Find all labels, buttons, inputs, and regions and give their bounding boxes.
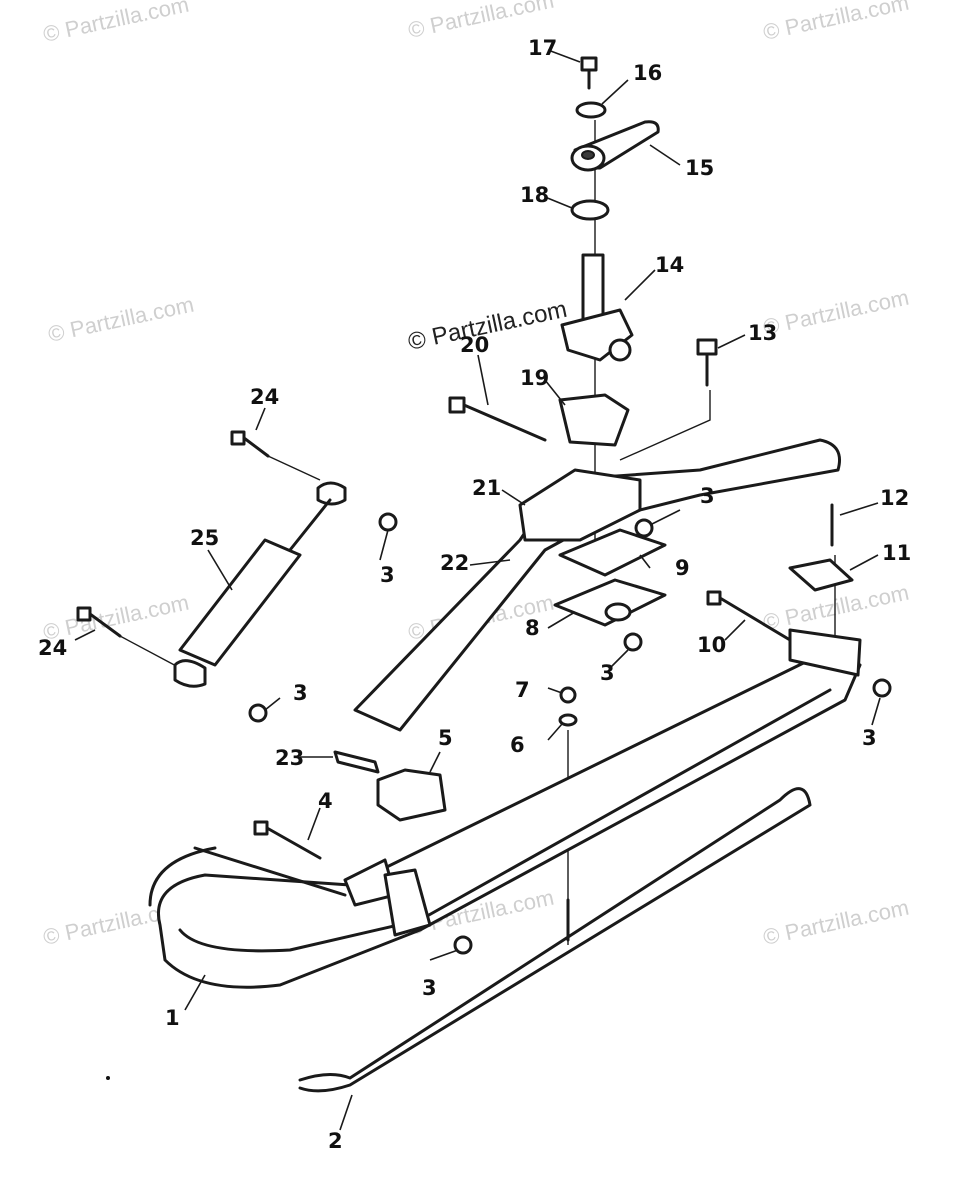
callout-22: 22 [440, 551, 469, 575]
leader-lines [74, 49, 881, 1131]
steering-arm-15-icon [570, 120, 660, 172]
callout-17: 17 [528, 36, 557, 60]
callout-3-bracket: 3 [700, 484, 715, 508]
plate-11-icon [788, 558, 854, 592]
callout-11: 11 [882, 541, 911, 565]
pin-23-icon [333, 750, 380, 774]
callout-14: 14 [655, 253, 684, 277]
watermark-bottom-right: © Partzilla.com [761, 895, 911, 950]
watermark-top-left: © Partzilla.com [41, 0, 191, 47]
callout-12: 12 [880, 486, 909, 510]
watermark-right-2: © Partzilla.com [761, 580, 911, 635]
bolt-24-top-icon [230, 430, 321, 481]
callout-1: 1 [165, 1006, 180, 1030]
plate-9-icon [558, 528, 667, 577]
callout-21: 21 [472, 476, 501, 500]
runner-2-icon [298, 787, 812, 1093]
callout-25: 25 [190, 526, 219, 550]
watermark-top-right: © Partzilla.com [761, 0, 911, 45]
callout-23: 23 [275, 746, 304, 770]
bolt-13-axis [619, 390, 711, 461]
callout-15: 15 [685, 156, 714, 180]
callout-18: 18 [520, 183, 549, 207]
bolt-20-icon [448, 396, 547, 442]
saddle-5-icon [376, 768, 447, 822]
plate-8-icon [553, 578, 667, 627]
washer-6-icon [558, 713, 578, 727]
callout-4: 4 [318, 789, 333, 813]
callout-7: 7 [515, 678, 530, 702]
bolt-17-icon [580, 56, 598, 90]
callout-3-plate: 3 [600, 661, 615, 685]
watermark-mid-right: © Partzilla.com [761, 285, 911, 340]
bolt-4-icon [253, 820, 322, 860]
callout-24-bottom: 24 [38, 636, 67, 660]
bracket-21-icon [518, 468, 642, 542]
bolt-24-bottom-icon [76, 606, 181, 669]
callout-3-ski-front: 3 [422, 976, 437, 1000]
callout-3-shock-top: 3 [380, 563, 395, 587]
bushing-19-icon [558, 393, 630, 447]
nut-7-icon [559, 686, 577, 704]
washer-16-icon [575, 101, 607, 119]
washer-18-icon [570, 199, 610, 221]
callout-16: 16 [633, 61, 662, 85]
stray-dot [106, 1076, 110, 1080]
spindle-14-icon [560, 253, 634, 362]
shock-absorber-25-icon [173, 481, 347, 688]
callout-3-shock-bottom: 3 [293, 681, 308, 705]
grommet-icon [604, 602, 632, 622]
callout-20: 20 [460, 333, 489, 357]
callout-24-top: 24 [250, 385, 279, 409]
callout-10: 10 [697, 633, 726, 657]
ski-1-icon [148, 628, 862, 989]
callout-9: 9 [675, 556, 690, 580]
callout-8: 8 [525, 616, 540, 640]
watermark-mid-left: © Partzilla.com [46, 292, 196, 347]
callout-5: 5 [438, 726, 453, 750]
callout-3-ski-rear: 3 [862, 726, 877, 750]
callout-19: 19 [520, 366, 549, 390]
callout-6: 6 [510, 733, 525, 757]
bolt-13-icon [696, 338, 718, 387]
callout-2: 2 [328, 1129, 343, 1153]
bolt-10-icon [706, 590, 792, 642]
callout-13: 13 [748, 321, 777, 345]
